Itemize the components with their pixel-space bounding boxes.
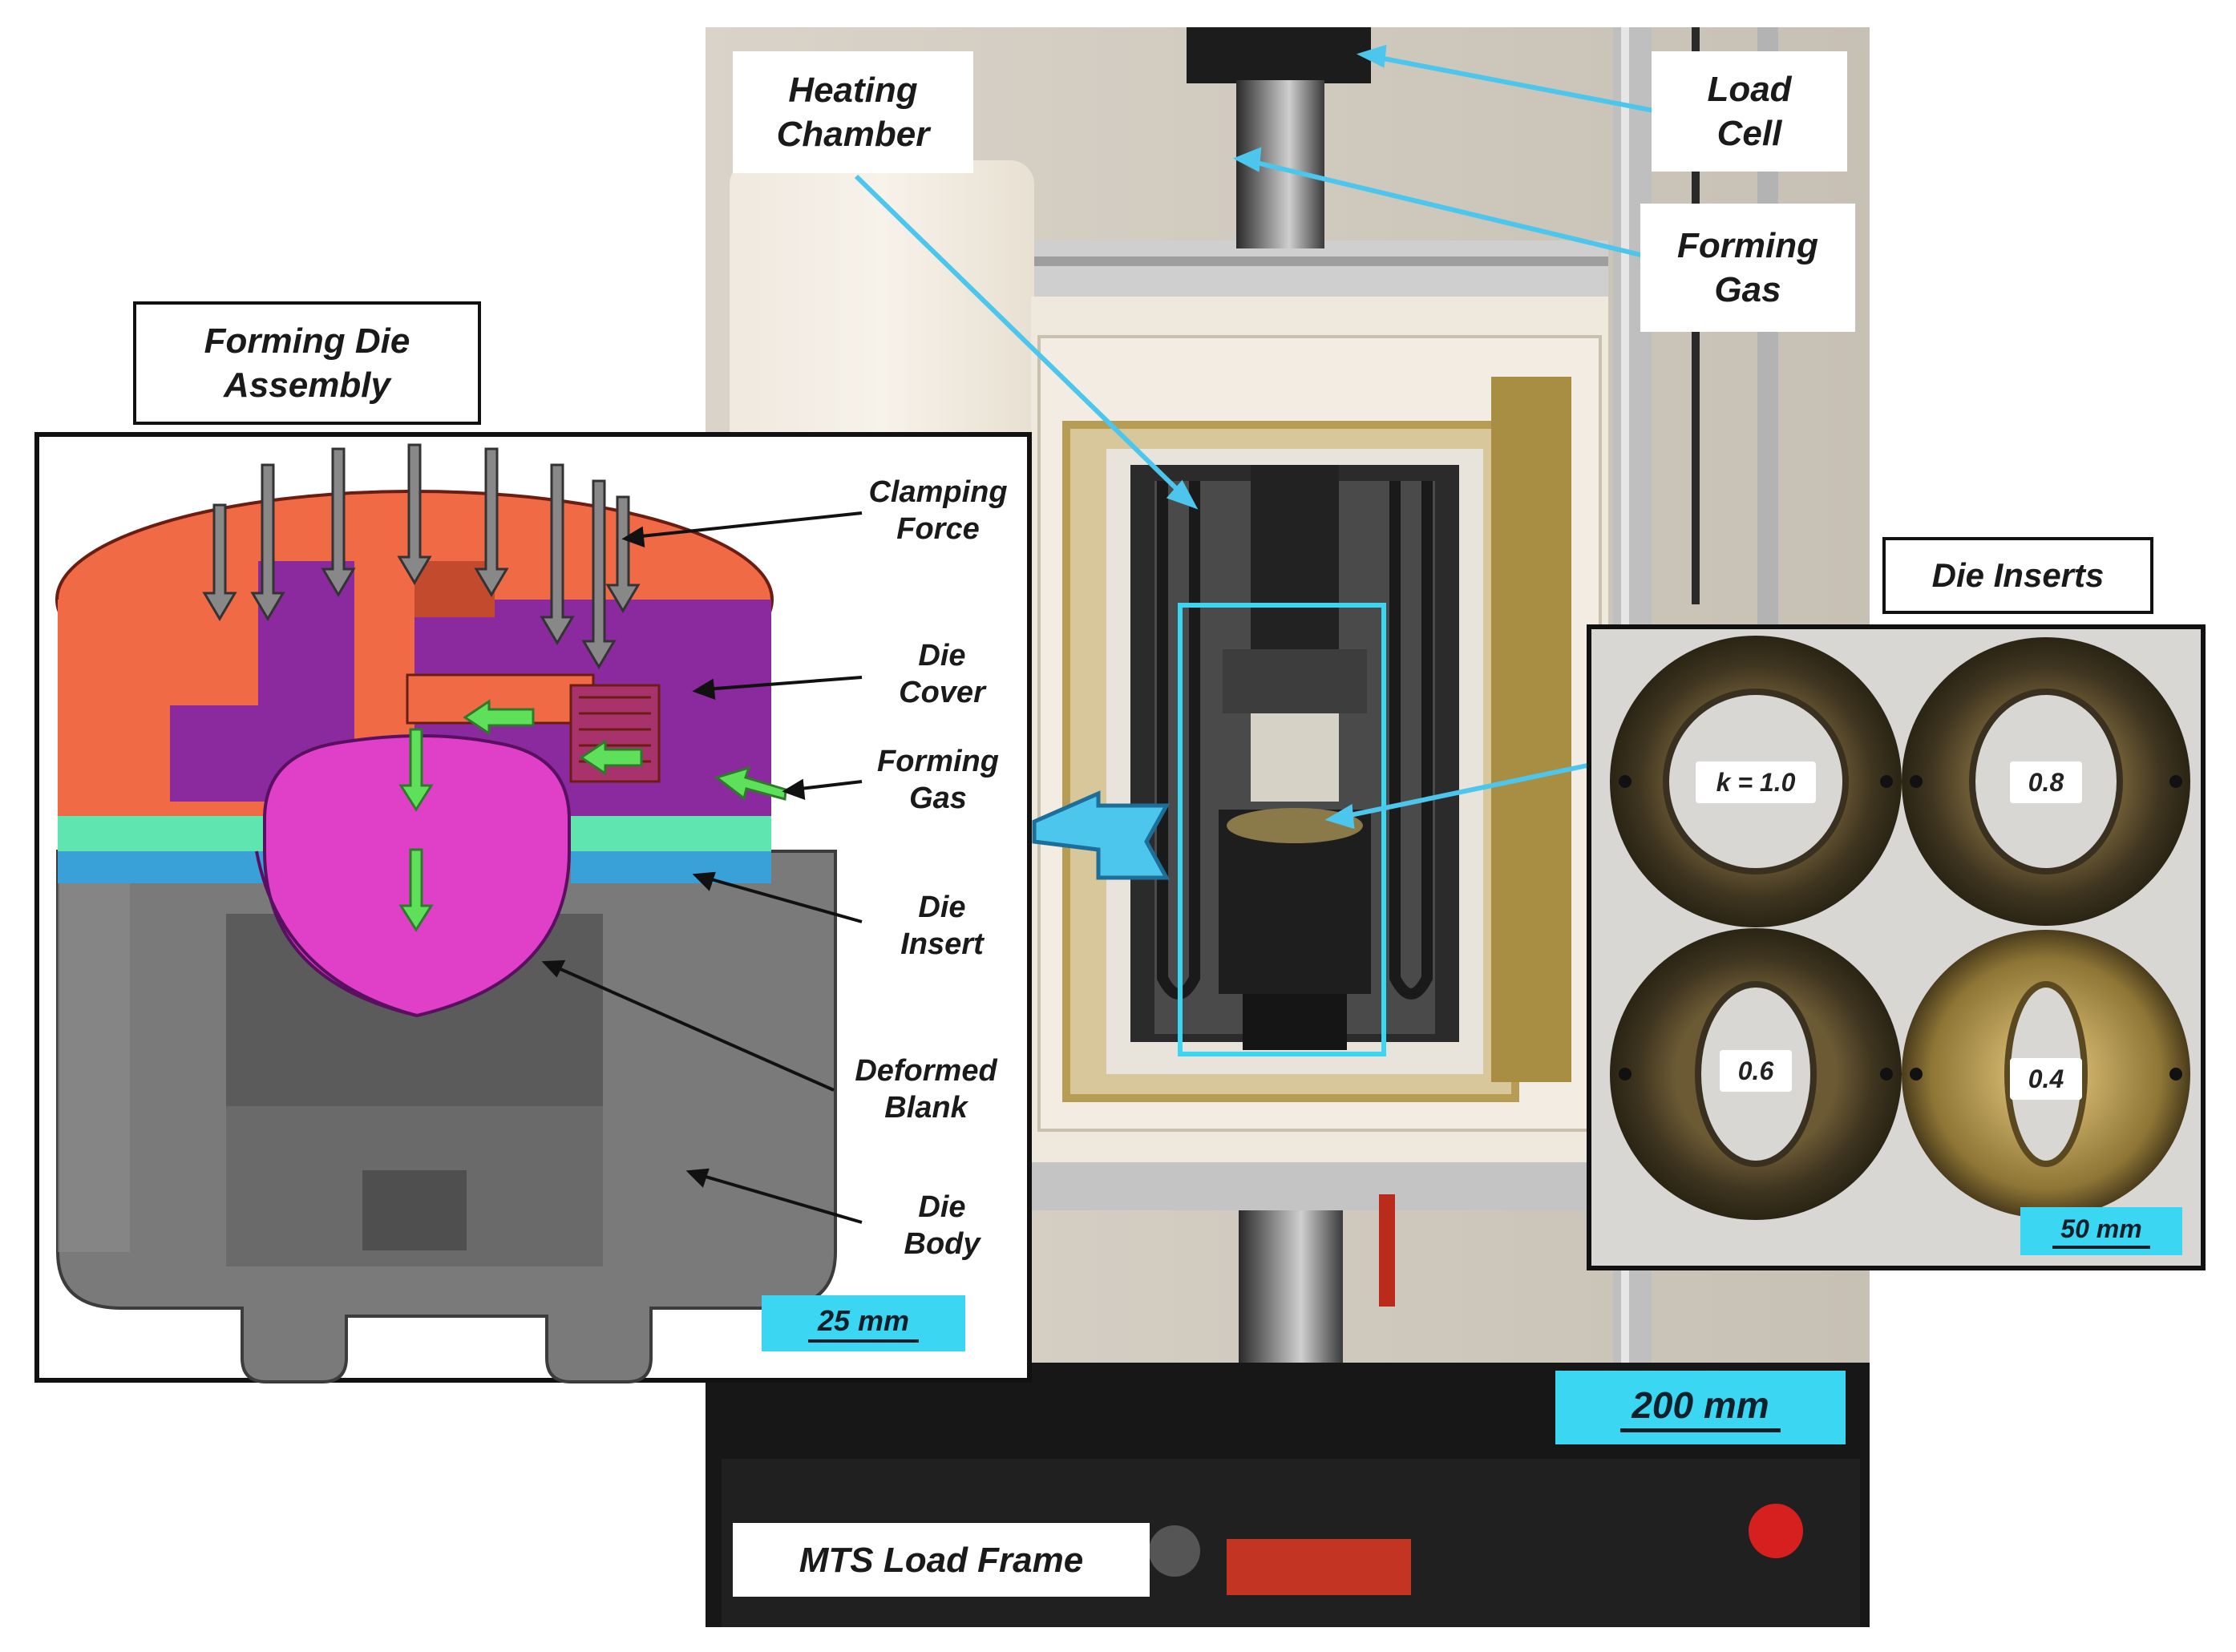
label-deformed-blank: Deformed Blank [834, 1053, 1018, 1126]
photo-callout-arrows [854, 44, 1696, 830]
die-inserts-title: Die Inserts [1882, 537, 2153, 614]
scale-bar-25mm-text: 25 mm [807, 1304, 920, 1343]
scale-bar-200mm-text: 200 mm [1620, 1383, 1781, 1432]
label-mts-load-frame: MTS Load Frame [733, 1523, 1150, 1597]
label-load-cell-line1: Load [1707, 70, 1792, 109]
label-die-body: Die Body [866, 1190, 1018, 1262]
scale-bar-50mm-text: 50 mm [2052, 1214, 2150, 1249]
label-die-insert: Die Insert [866, 890, 1018, 963]
label-deformed-blank-line2: Blank [884, 1090, 968, 1125]
insert-value-06: 0.6 [1720, 1050, 1792, 1092]
label-clamping-force-line2: Force [896, 511, 980, 546]
label-die-cover-line1: Die [918, 639, 966, 673]
insert-value-04-text: 0.4 [2028, 1064, 2064, 1093]
label-die-insert-line1: Die [918, 891, 966, 924]
zoom-arrow [1032, 790, 1171, 880]
label-forming-gas-die-line2: Gas [909, 781, 967, 815]
die-inserts-panel [1587, 624, 2206, 1270]
label-heating-chamber-line2: Chamber [776, 115, 930, 154]
label-mts-load-frame-text: MTS Load Frame [799, 1540, 1084, 1580]
insert-value-08-text: 0.8 [2028, 767, 2064, 797]
label-clamping-force: Clamping Force [858, 475, 1018, 547]
die-assembly-panel [34, 432, 1032, 1383]
label-forming-gas-photo-line1: Forming [1677, 226, 1818, 265]
scale-bar-200mm: 200 mm [1555, 1371, 1846, 1444]
scale-bar-25mm: 25 mm [762, 1295, 965, 1351]
label-forming-gas-photo-line2: Gas [1714, 270, 1781, 309]
label-heating-chamber-line1: Heating [788, 71, 918, 110]
die-assembly-title-line1: Forming Die [204, 321, 410, 361]
label-clamping-force-line1: Clamping [868, 475, 1008, 509]
label-forming-gas-die: Forming Gas [858, 744, 1018, 817]
insert-value-k10-text: k = 1.0 [1716, 767, 1796, 797]
insert-value-k10: k = 1.0 [1696, 761, 1816, 803]
scale-bar-50mm: 50 mm [2020, 1207, 2182, 1255]
die-assembly-title-line2: Assembly [224, 366, 390, 405]
label-die-insert-line2: Insert [900, 927, 984, 961]
insert-value-08: 0.8 [2010, 761, 2082, 803]
insert-value-06-text: 0.6 [1737, 1056, 1774, 1085]
label-die-cover-line2: Cover [899, 675, 985, 709]
label-forming-gas-die-line1: Forming [877, 745, 999, 778]
label-die-body-line2: Body [904, 1226, 981, 1261]
label-die-body-line1: Die [918, 1190, 966, 1224]
insert-value-04: 0.4 [2010, 1058, 2082, 1100]
die-inserts-title-text: Die Inserts [1931, 555, 2105, 594]
label-load-cell-line2: Cell [1716, 114, 1782, 153]
label-die-cover: Die Cover [866, 638, 1018, 711]
label-deformed-blank-line1: Deformed [855, 1054, 997, 1088]
